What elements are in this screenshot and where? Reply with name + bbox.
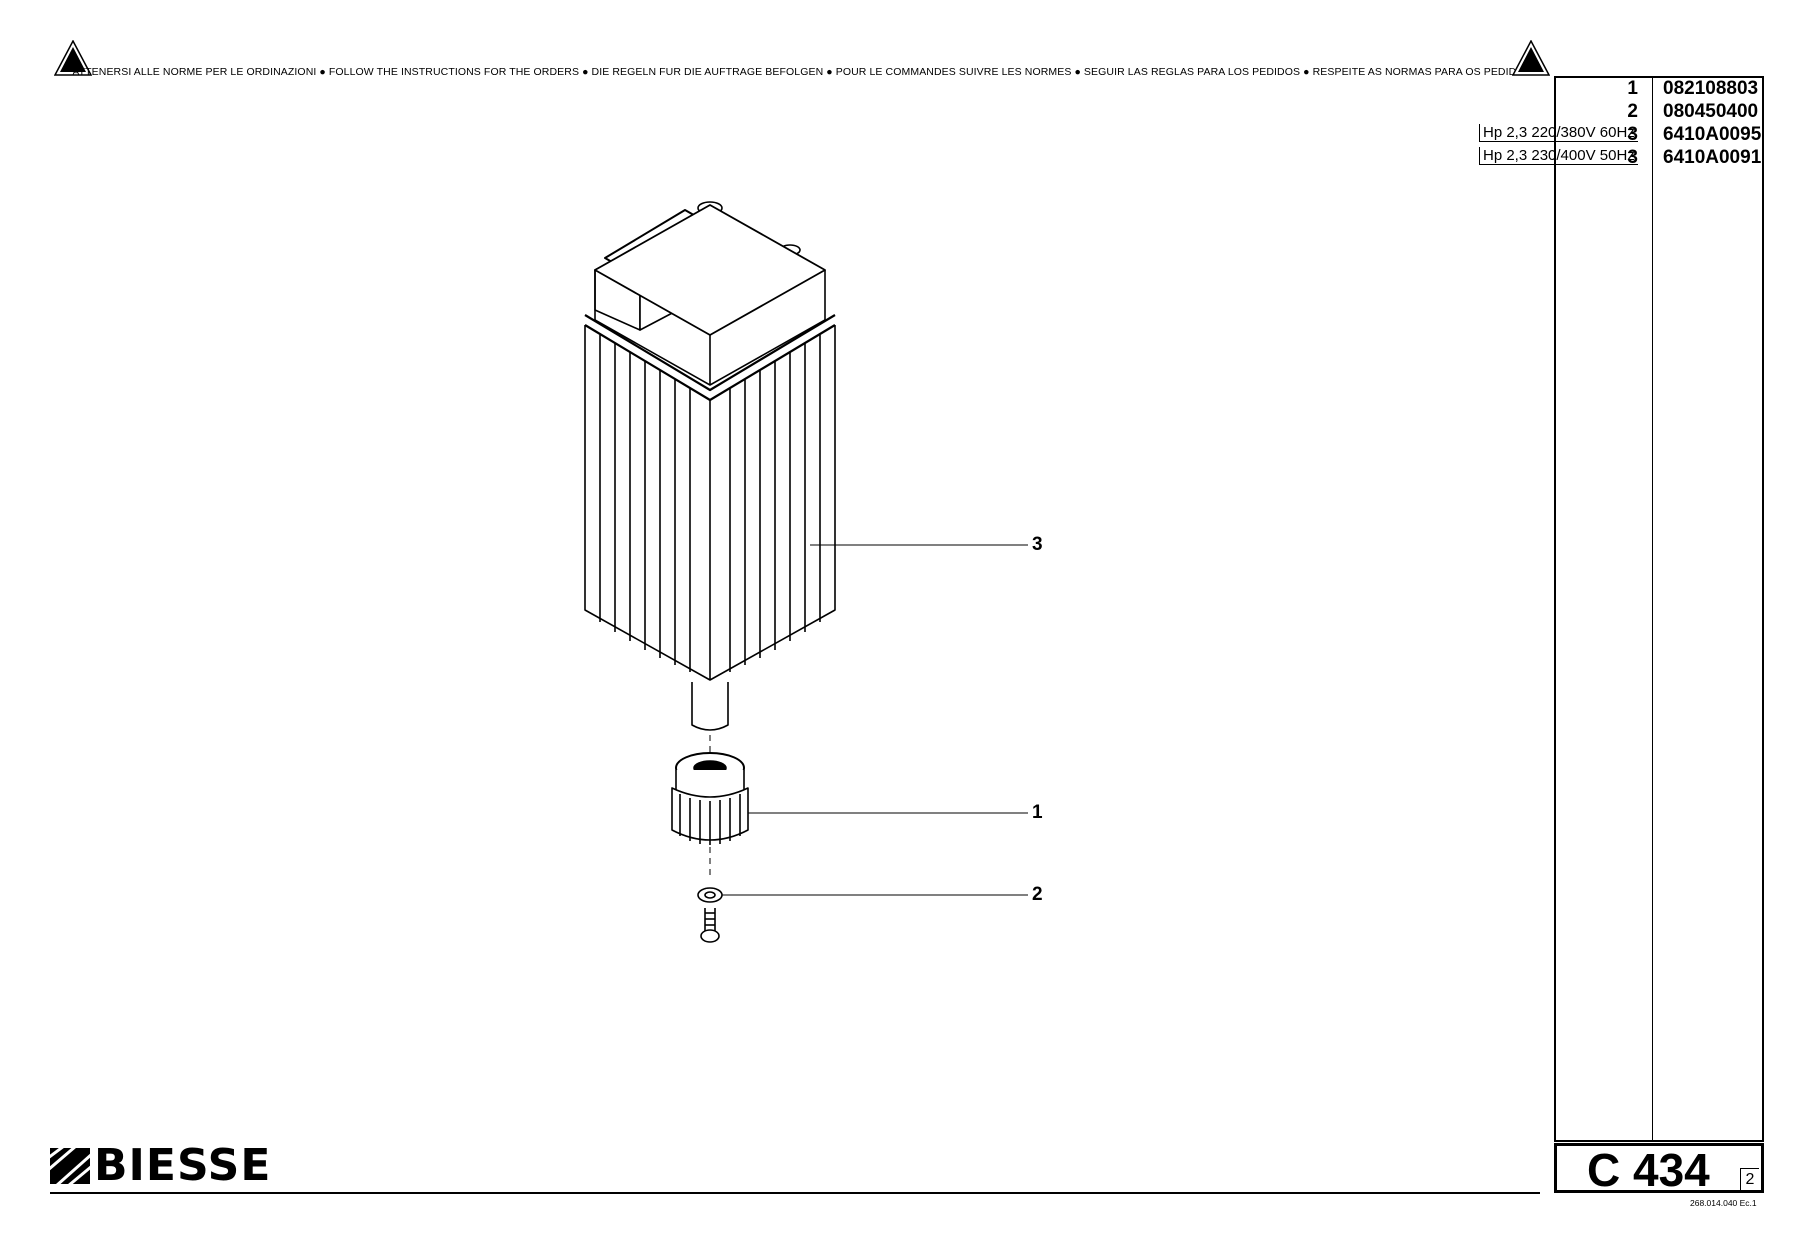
parts-row: Hp 2,3 220/380V 60Hz 3 6410A0095	[1440, 124, 1762, 147]
part-code: 082108803	[1663, 78, 1759, 99]
parts-row: 2 080450400	[1440, 101, 1760, 124]
part-item-number: 1	[1627, 78, 1638, 99]
part-code: 080450400	[1663, 101, 1759, 122]
part-item-number: 2	[1627, 101, 1638, 122]
exploded-view-drawing	[584, 201, 1028, 943]
document-reference: 268.014.040 Ec.1	[1690, 1198, 1757, 1208]
callout-motor: 3	[1032, 534, 1043, 555]
brand-name: BIESSE	[94, 1140, 272, 1191]
part-item-number: 3	[1627, 124, 1638, 145]
bottom-rule	[50, 1192, 1540, 1194]
pinion-gear	[671, 752, 749, 875]
part-code: 6410A0091	[1663, 147, 1762, 168]
biesse-logo-icon	[50, 1148, 90, 1184]
motor-body-fins	[584, 325, 836, 681]
warning-text: ATTENERSI ALLE NORME PER LE ORDINAZIONI …	[72, 66, 1532, 78]
table-code-box: C 434 2	[1554, 1143, 1764, 1196]
parts-list-panel	[1554, 76, 1764, 1142]
part-spec: Hp 2,3 230/400V 50Hz	[1479, 147, 1638, 165]
part-code: 6410A0095	[1663, 124, 1762, 145]
washer	[697, 887, 723, 903]
screw	[700, 908, 720, 943]
sheet-number: 2	[1740, 1168, 1759, 1191]
warning-triangle-icon	[54, 40, 92, 76]
motor-shaft	[691, 682, 729, 760]
table-code: C 434	[1587, 1144, 1710, 1196]
parts-row: Hp 2,3 230/400V 50Hz 3 6410A0091	[1440, 147, 1762, 170]
part-item-number: 3	[1627, 147, 1638, 168]
callout-pinion: 1	[1032, 802, 1043, 823]
parts-row: 1 082108803	[1440, 78, 1760, 101]
warning-banner: ATTENERSI ALLE NORME PER LE ORDINAZIONI …	[54, 40, 1550, 82]
callout-washer: 2	[1032, 884, 1043, 905]
warning-triangle-icon	[1512, 40, 1550, 76]
part-spec: Hp 2,3 220/380V 60Hz	[1479, 124, 1638, 142]
column-divider	[1652, 78, 1653, 1140]
